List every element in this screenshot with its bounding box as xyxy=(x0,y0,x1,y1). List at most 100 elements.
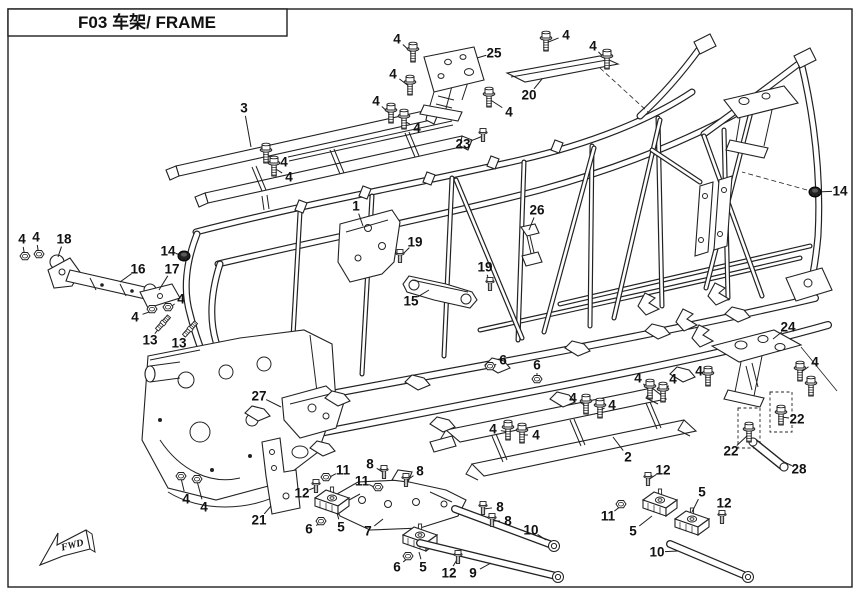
nut-symbol xyxy=(191,475,203,484)
leader-line xyxy=(479,562,492,570)
callout-6: 6 xyxy=(393,560,401,575)
callout-6: 6 xyxy=(533,358,541,373)
title-block: F03 车架/ FRAME xyxy=(7,8,288,37)
leader-line xyxy=(470,135,484,142)
callout-13: 13 xyxy=(171,336,187,351)
callout-11: 11 xyxy=(355,474,370,489)
callout-4: 4 xyxy=(589,39,597,54)
callout-4: 4 xyxy=(393,32,401,47)
bolt-symbol xyxy=(482,86,496,108)
rear-top-bracket xyxy=(723,85,799,159)
callout-12: 12 xyxy=(716,496,731,511)
callout-4: 4 xyxy=(695,364,703,379)
leader-line xyxy=(783,461,792,467)
frame-tube xyxy=(454,178,524,340)
callout-4: 4 xyxy=(18,232,26,247)
part-9-rod xyxy=(416,539,564,583)
callout-9: 9 xyxy=(469,566,477,581)
leader-line xyxy=(244,115,252,148)
part-20-plate xyxy=(505,55,649,113)
bolt-symbol xyxy=(515,422,529,444)
nut-symbol xyxy=(402,552,414,561)
frame-lug xyxy=(404,374,431,391)
frame-lug xyxy=(422,171,436,186)
screw-symbol xyxy=(485,277,495,291)
callout-8: 8 xyxy=(496,500,504,515)
callout-15: 15 xyxy=(403,294,419,309)
leader-line xyxy=(638,515,653,527)
part-22-dashed-box xyxy=(769,391,793,433)
callout-7: 7 xyxy=(364,524,372,539)
rear-brackets xyxy=(694,175,833,302)
part-10-rod xyxy=(666,540,754,583)
callout-2: 2 xyxy=(624,450,632,465)
frame-lug xyxy=(724,306,751,323)
diagram-title: F03 车架/ FRAME xyxy=(78,12,216,32)
nut-symbol xyxy=(33,250,45,259)
callout-4: 4 xyxy=(389,67,397,82)
part-5-mount xyxy=(642,488,678,517)
frame-lug xyxy=(550,139,564,154)
frame-lug xyxy=(309,440,336,457)
callout-26: 26 xyxy=(529,203,545,218)
callout-6: 6 xyxy=(499,353,507,368)
frame-lug xyxy=(707,282,731,306)
part-24-bracket xyxy=(710,329,838,408)
callout-4: 4 xyxy=(285,170,293,185)
callout-14: 14 xyxy=(832,184,848,199)
callout-6: 6 xyxy=(305,522,313,537)
callout-5: 5 xyxy=(419,560,427,575)
part-3-front-rack xyxy=(165,109,473,211)
leader-line xyxy=(336,512,340,520)
frame-tube xyxy=(588,144,594,328)
frame-tube xyxy=(215,103,753,267)
frame-tube xyxy=(798,59,822,295)
callout-14: 14 xyxy=(160,244,176,259)
callout-1: 1 xyxy=(352,199,360,214)
nut-symbol xyxy=(372,483,384,492)
callout-28: 28 xyxy=(791,462,807,477)
callout-4: 4 xyxy=(200,500,208,515)
callout-18: 18 xyxy=(56,232,72,247)
callout-4: 4 xyxy=(413,121,421,136)
callout-4: 4 xyxy=(505,105,513,120)
frame-lug xyxy=(691,324,715,348)
bolt-symbol xyxy=(774,404,788,426)
screw-symbol xyxy=(478,128,488,142)
leader-line xyxy=(417,289,430,298)
callout-4: 4 xyxy=(569,391,577,406)
part-10-rod xyxy=(451,505,560,552)
nut-symbol xyxy=(19,252,31,261)
frame-tube xyxy=(542,146,596,334)
callout-22: 22 xyxy=(789,412,804,427)
nut-symbol xyxy=(146,305,158,314)
frame-lug xyxy=(358,185,372,200)
nut-symbol xyxy=(615,500,627,509)
frame-tube xyxy=(650,148,702,184)
leader-line xyxy=(476,54,487,59)
leader-line xyxy=(158,275,169,291)
bolt-symbol xyxy=(267,155,281,177)
part-1-gusset xyxy=(337,209,401,283)
callout-21: 21 xyxy=(251,513,267,528)
callout-12: 12 xyxy=(441,566,456,581)
frame-lug xyxy=(564,340,591,357)
bolt-symbol xyxy=(804,375,818,397)
leader-line xyxy=(265,399,282,408)
page-border xyxy=(7,8,853,588)
leader-line xyxy=(772,331,783,340)
callout-4: 4 xyxy=(532,428,540,443)
part-5-mount xyxy=(674,507,710,536)
rear-riser-flag xyxy=(693,33,717,55)
screw-symbol xyxy=(379,465,389,479)
callout-4: 4 xyxy=(669,372,677,387)
callout-19: 19 xyxy=(407,235,422,250)
nut-symbol xyxy=(315,517,327,526)
callout-23: 23 xyxy=(455,137,471,152)
callout-11: 11 xyxy=(336,463,351,478)
frame-tube xyxy=(558,244,812,306)
leader-line xyxy=(119,273,132,283)
callout-4: 4 xyxy=(280,155,288,170)
